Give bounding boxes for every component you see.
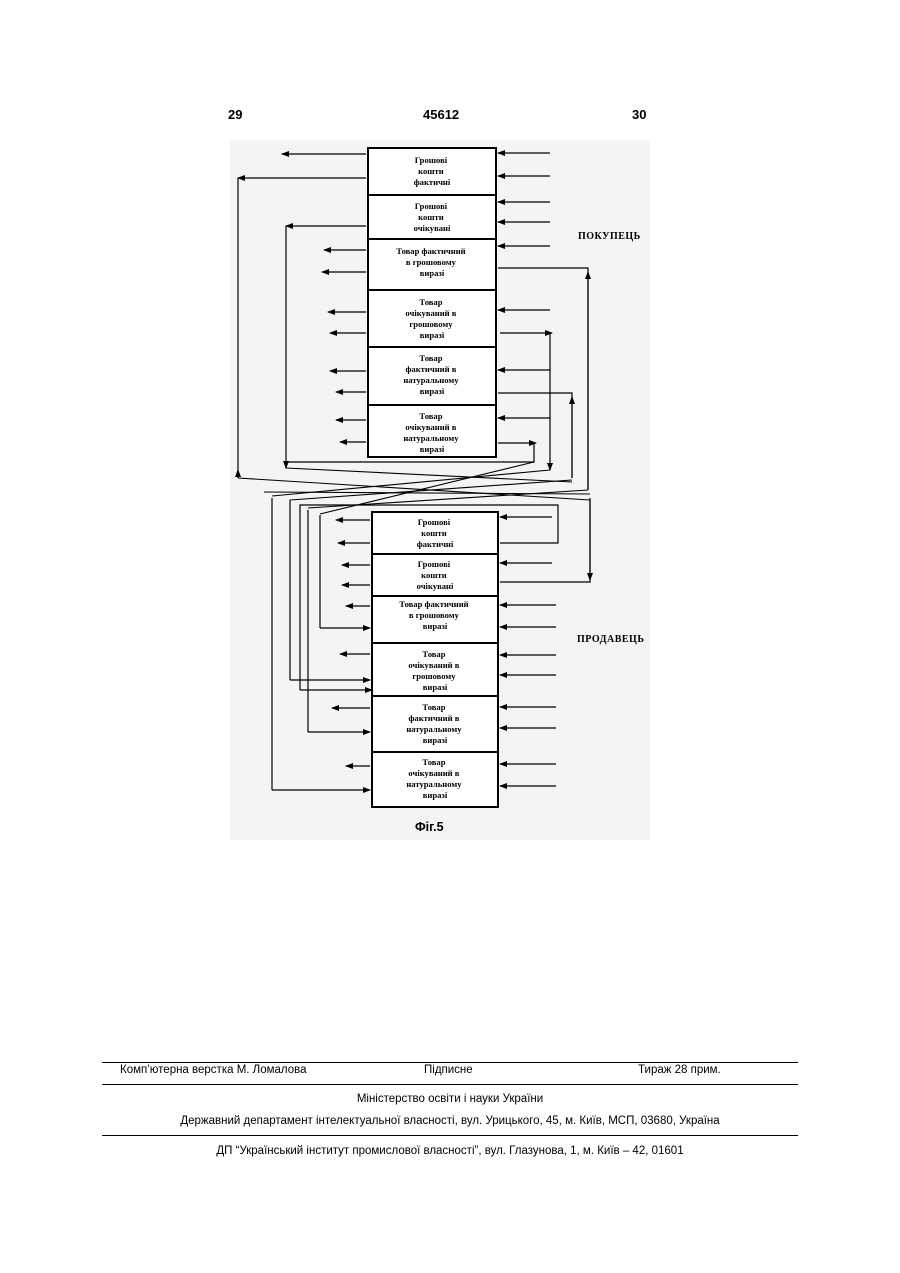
svg-text:Грошові кошти очік: Грошові кошти очікувані xyxy=(414,201,451,233)
footer-rule-middle xyxy=(102,1084,798,1085)
seller-box-money-actual: Грошові кошти фактичні xyxy=(372,512,498,554)
seller-box-goods-actual-natural: Товар фактичний в натуральному виразі xyxy=(372,696,498,752)
footer-typesetting: Комп’ютерна верстка М. Ломалова xyxy=(120,1064,307,1076)
buyer-box-goods-expected-natural: Товар очікуваний в натуральному виразі xyxy=(368,405,496,457)
svg-text:Грошові кошти очік: Грошові кошти очікувані xyxy=(417,559,454,591)
buyer-box-money-actual: Грошові кошти фактичні xyxy=(368,148,496,195)
seller-box-goods-expected-natural: Товар очікуваний в натуральному виразі xyxy=(372,752,498,807)
footer-signed: Підписне xyxy=(424,1064,473,1076)
flow-diagram: Грошові кошти фактичні Грошові кошти очі… xyxy=(0,0,900,860)
buyer-box-goods-actual-natural: Товар фактичний в натуральному виразі xyxy=(368,347,496,405)
seller-label: ПРОДАВЕЦЬ xyxy=(577,634,644,645)
footer-ministry: Міністерство освіти і науки України xyxy=(0,1093,900,1105)
footer-rule-top xyxy=(102,1062,798,1063)
svg-text:Грошові кошти факт: Грошові кошти фактичні xyxy=(414,155,451,187)
buyer-label: ПОКУПЕЦЬ xyxy=(578,231,641,242)
footer-rule-bottom xyxy=(102,1135,798,1136)
seller-box-goods-actual-money: Товар фактичний в грошовому виразі xyxy=(372,596,498,643)
seller-box-money-expected: Грошові кошти очікувані xyxy=(372,554,498,596)
svg-text:Грошові кошти факт: Грошові кошти фактичні xyxy=(417,517,454,549)
footer-institute: ДП “Український інститут промислової вла… xyxy=(0,1145,900,1157)
buyer-box-goods-actual-money: Товар фактичний в грошовому виразі xyxy=(368,239,496,290)
buyer-box-goods-expected-money: Товар очікуваний в грошовому виразі xyxy=(368,290,496,347)
seller-box-goods-expected-money: Товар очікуваний в грошовому виразі xyxy=(372,643,498,696)
buyer-box-money-expected: Грошові кошти очікувані xyxy=(368,195,496,239)
figure-caption: Фіг.5 xyxy=(415,820,444,834)
footer-department: Державний департамент інтелектуальної вл… xyxy=(0,1115,900,1127)
footer-circulation: Тираж 28 прим. xyxy=(638,1064,721,1076)
